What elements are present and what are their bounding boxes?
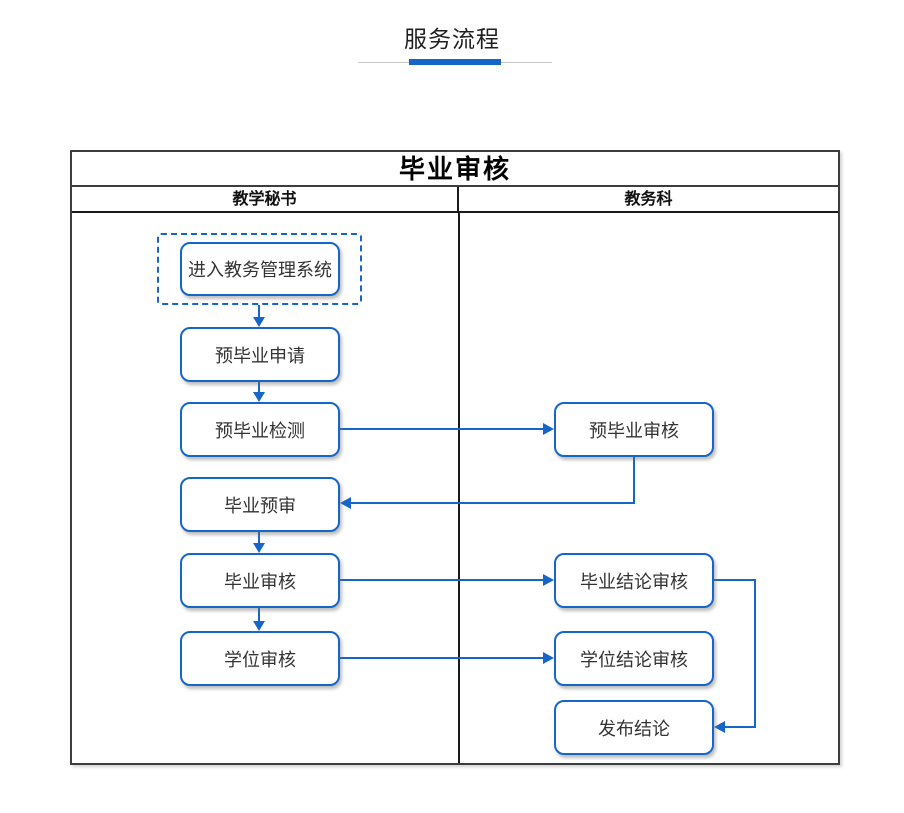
connector-audit-to-preview [351,502,635,504]
arrowhead-right-icon [543,652,554,664]
node-graduation-conclusion-audit: 毕业结论审核 [554,553,714,608]
connector-check-to-audit [340,428,544,430]
node-pre-graduation-check: 预毕业检测 [180,402,340,457]
page-title: 服务流程 [404,26,500,52]
connector-degree-to-dconc [340,657,544,659]
arrowhead-left-icon [714,721,725,733]
connector-apply-to-check [258,382,260,393]
node-degree-review: 学位审核 [180,631,340,686]
arrowhead-left-icon [340,497,351,509]
node-graduation-review: 毕业审核 [180,553,340,608]
connector-review-to-degree [258,608,260,622]
arrowhead-down-icon [253,621,265,631]
arrowhead-down-icon [253,317,265,327]
title-underline [358,59,552,66]
flowchart-body: 进入教务管理系统 预毕业申请 预毕业检测 毕业预审 毕业审核 学位审核 预毕业审… [72,213,838,763]
arrowhead-down-icon [253,392,265,402]
node-pre-graduation-audit: 预毕业审核 [554,402,714,457]
node-graduation-pre-review: 毕业预审 [180,477,340,532]
start-node-dashed-frame [157,233,362,305]
underline-accent-bar [409,59,501,65]
swimlane-header-academic-affairs: 教务科 [624,191,673,208]
flowchart-title: 毕业审核 [72,152,838,187]
connector-audit-down [633,457,635,504]
connector-gconc-right [714,579,756,581]
node-degree-conclusion-audit: 学位结论审核 [554,631,714,686]
arrowhead-right-icon [543,423,554,435]
arrowhead-right-icon [543,574,554,586]
node-pre-graduation-apply: 预毕业申请 [180,327,340,382]
swimlane-headers: 教学秘书 教务科 [72,187,838,213]
node-publish-conclusion: 发布结论 [554,700,714,755]
flowchart-table: 毕业审核 教学秘书 教务科 进入教务管理系统 预毕业申请 预毕业检测 毕业预审 … [70,150,840,765]
connector-gconc-down [754,579,756,728]
node-enter-system: 进入教务管理系统 [180,242,340,296]
swimlane-divider [458,213,460,763]
connector-enter-to-apply [258,305,260,318]
connector-preview-to-review [258,532,260,544]
arrowhead-down-icon [253,543,265,553]
swimlane-header-teaching-secretary: 教学秘书 [72,187,459,211]
connector-to-publish [725,726,756,728]
connector-review-to-gconc [340,579,544,581]
